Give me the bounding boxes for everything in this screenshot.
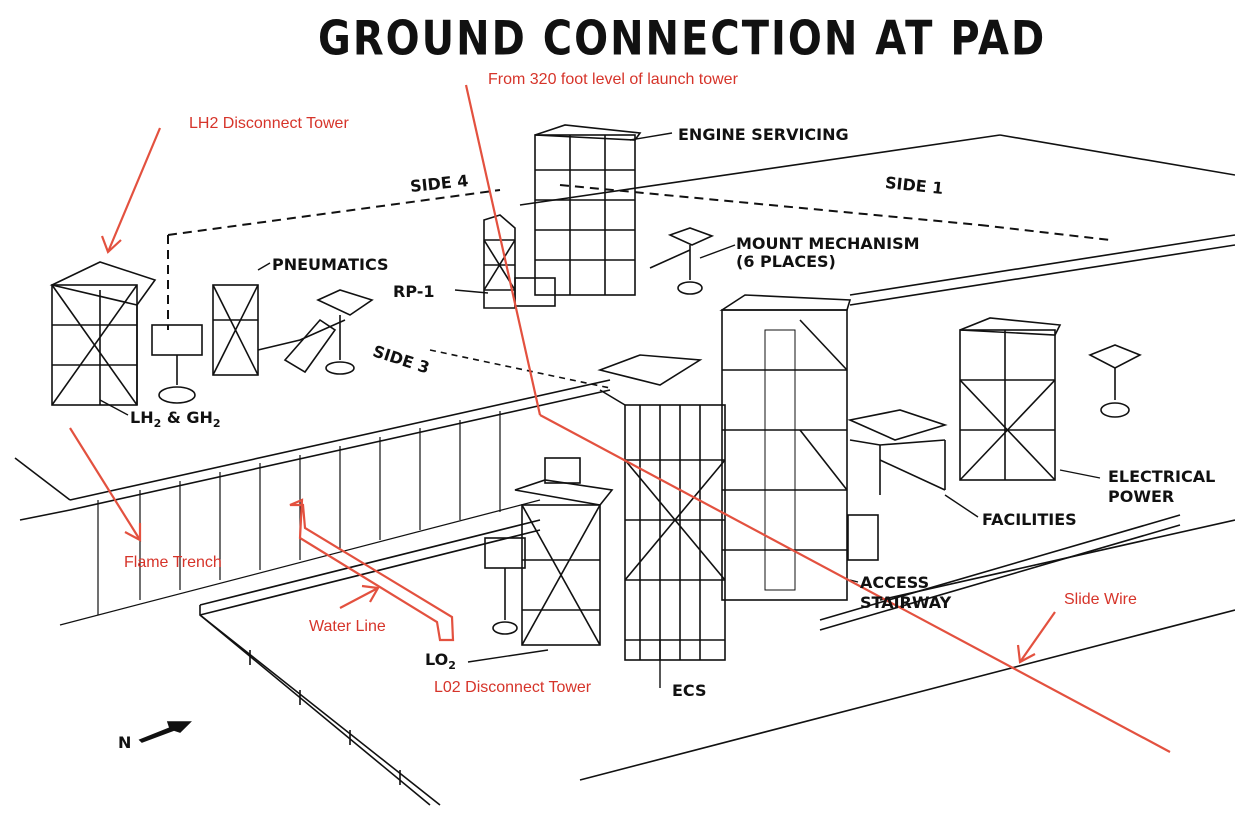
label-lo2: LO2 <box>425 650 456 672</box>
water-line-arrow-head <box>361 584 380 603</box>
facilities-bridge <box>847 409 948 495</box>
label-pneumatics: PNEUMATICS <box>272 255 389 274</box>
water-line-outline <box>289 498 455 642</box>
slide-wire-arrow-head <box>1016 644 1036 664</box>
side3-mount <box>283 289 374 375</box>
label-mount-mechanism-places: (6 PLACES) <box>736 252 836 271</box>
label-power: POWER <box>1108 487 1175 506</box>
access-stairway-tower <box>719 294 879 601</box>
annotation-lh2-tower: LH2 Disconnect Tower <box>189 115 349 132</box>
flame-trench-arrow-head <box>124 523 142 542</box>
electrical-power-tower <box>959 317 1062 481</box>
lh2-subscript: 2 <box>153 417 162 430</box>
lo2-subscript: 2 <box>448 659 456 672</box>
lh2-arrow-shaft <box>106 127 162 253</box>
engine-servicing-tower <box>514 124 642 307</box>
north-arrow <box>138 721 192 743</box>
mount-mechanism <box>649 227 715 295</box>
label-mount-mechanism: MOUNT MECHANISM <box>736 234 920 253</box>
lh2-text: LH <box>130 408 154 427</box>
annotation-overlay <box>69 84 1171 753</box>
slide-wire-arrow-shaft <box>1019 611 1056 663</box>
rp1-tower <box>483 214 516 309</box>
lh2-pedestal <box>151 324 203 404</box>
pneumatics-frame <box>212 284 346 376</box>
slide-wire-line-lower <box>539 414 1171 753</box>
flame-trench-arrow-shaft <box>69 427 141 541</box>
gh2-text: & GH <box>161 408 213 427</box>
lh2-arrow-head <box>100 235 122 254</box>
lo2-text: LO <box>425 650 449 669</box>
annotation-water-line: Water Line <box>309 618 386 635</box>
label-north: N <box>118 733 132 752</box>
annotation-flame-trench: Flame Trench <box>124 554 222 571</box>
gh2-subscript: 2 <box>212 417 221 430</box>
lh2-tower <box>49 261 157 406</box>
page-title: GROUND CONNECTION AT PAD <box>318 12 1047 67</box>
platform-outline <box>167 184 1111 330</box>
label-lh2-gh2: LH2 & GH2 <box>130 408 221 430</box>
label-rp1: RP-1 <box>393 282 435 301</box>
lower-rail <box>199 519 541 806</box>
label-engine-servicing: ENGINE SERVICING <box>678 125 849 144</box>
lo2-tower <box>484 457 614 646</box>
label-ecs: ECS <box>672 681 707 700</box>
right-pedestal <box>1088 344 1142 418</box>
annotation-lo2-tower: L02 Disconnect Tower <box>434 679 592 696</box>
annotation-from-320: From 320 foot level of launch tower <box>488 71 738 88</box>
label-access: ACCESS <box>860 573 930 592</box>
label-electrical: ELECTRICAL <box>1108 467 1216 486</box>
water-line-arrow-shaft <box>339 587 379 609</box>
label-stairway: STAIRWAY <box>860 593 952 612</box>
trench-wall <box>59 411 541 626</box>
annotation-slide-wire: Slide Wire <box>1064 591 1137 608</box>
ecs-tower <box>597 354 726 661</box>
label-facilities: FACILITIES <box>982 510 1077 529</box>
leader-lines <box>99 132 1101 688</box>
slide-wire-line <box>464 84 542 416</box>
